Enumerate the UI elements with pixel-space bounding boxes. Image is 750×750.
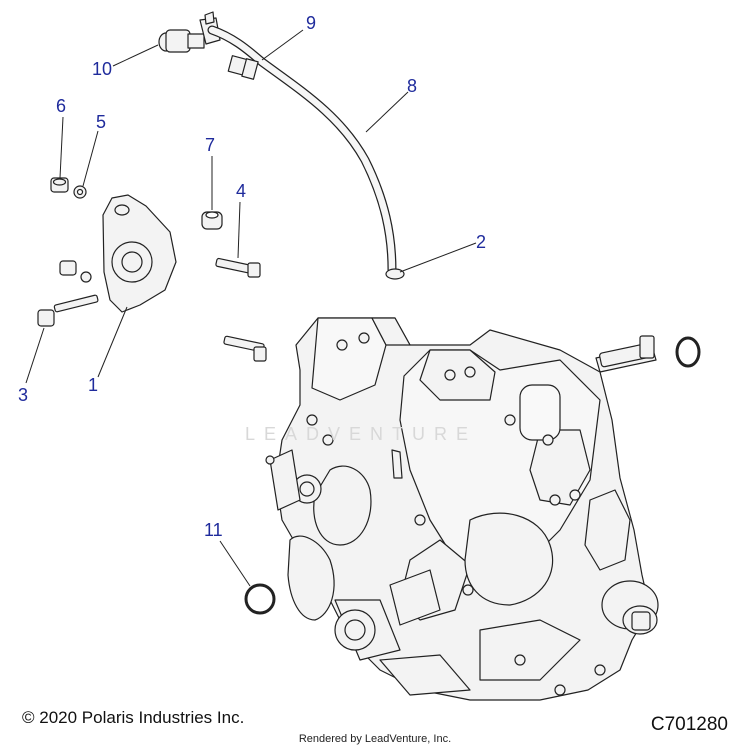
callout-3[interactable]: 3 xyxy=(18,385,29,405)
part-bolt-upper xyxy=(215,257,261,278)
part-bolt-lower xyxy=(37,294,99,327)
callout-8[interactable]: 8 xyxy=(407,76,418,96)
drawing-number: C701280 xyxy=(650,714,728,735)
watermark: LEADVENTURE xyxy=(245,424,478,444)
part-gear-position-sensor xyxy=(102,194,177,313)
callout-9[interactable]: 9 xyxy=(306,13,317,33)
part-washer-lower xyxy=(80,271,92,283)
leader-lines xyxy=(25,29,477,587)
part-nut-lower xyxy=(59,260,77,276)
callout-6[interactable]: 6 xyxy=(56,96,67,116)
callout-7[interactable]: 7 xyxy=(205,135,216,155)
callout-11[interactable]: 11 xyxy=(204,520,223,540)
part-vent-fitting xyxy=(158,11,221,53)
callout-5[interactable]: 5 xyxy=(96,112,107,132)
callout-10[interactable]: 10 xyxy=(92,59,113,79)
callout-1[interactable]: 1 xyxy=(88,375,99,395)
part-bolt-mid xyxy=(223,335,267,362)
rendered-by-text: Rendered by LeadVenture, Inc. xyxy=(298,733,452,745)
part-washer xyxy=(73,185,87,199)
callout-4[interactable]: 4 xyxy=(236,181,247,201)
part-transmission-housing xyxy=(265,317,659,701)
part-o-ring-lower xyxy=(244,583,276,615)
part-nut xyxy=(50,177,69,193)
part-hose-clip xyxy=(227,55,259,80)
part-o-ring-upper xyxy=(675,336,701,368)
part-grommet xyxy=(201,211,223,230)
part-hose-clamp xyxy=(385,268,405,280)
callout-2[interactable]: 2 xyxy=(476,232,487,252)
copyright-text: © 2020 Polaris Industries Inc. xyxy=(22,708,245,727)
